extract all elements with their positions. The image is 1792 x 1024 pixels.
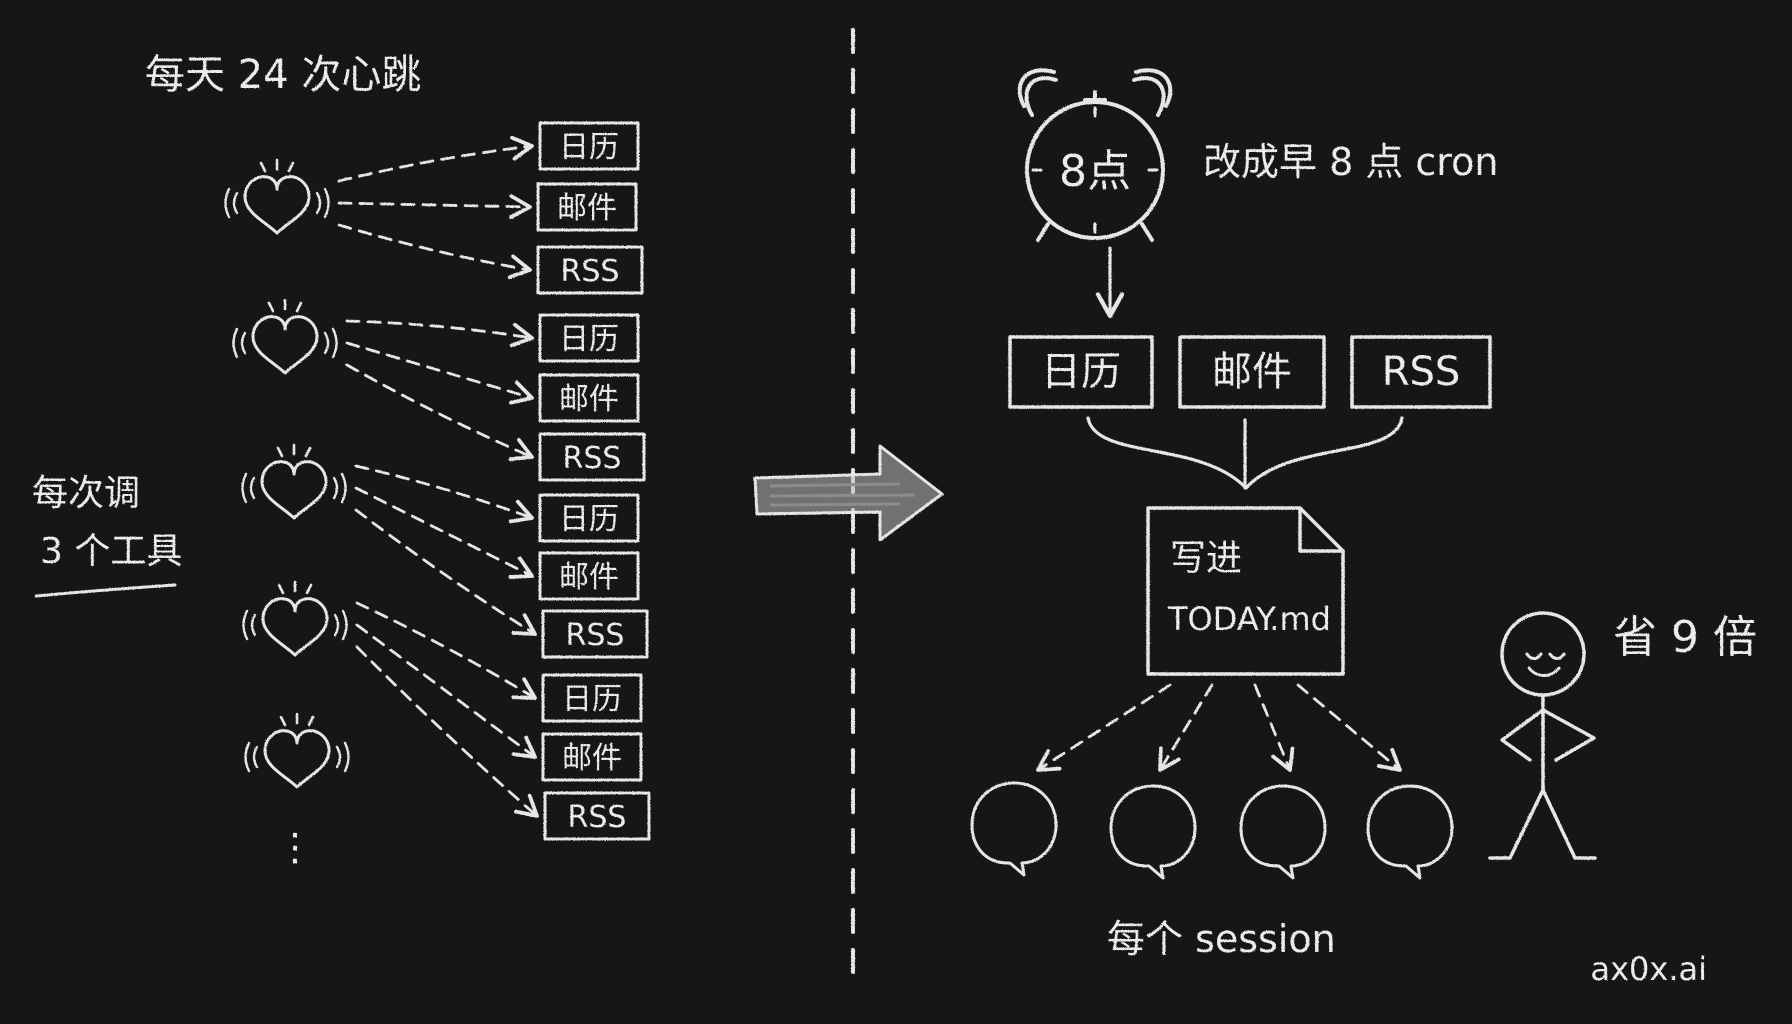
call-arrow [354,508,537,636]
tool-label: RSS [1382,349,1461,395]
call-arrow [355,623,537,759]
tool-label: 邮件 [557,191,617,226]
tool-box [536,245,644,295]
speech-bubble-icon [1109,784,1197,880]
call-arrow [345,341,534,405]
alarm-clock-icon [1017,68,1173,242]
call-arrow [337,223,532,280]
fan-arrow [1253,683,1295,772]
tool-box [1350,335,1492,409]
side-note-line2: 3 个工具 [40,531,182,572]
tool-label: 日历 [559,322,619,357]
tool-label: 邮件 [559,560,619,595]
tool-label: RSS [563,441,622,476]
heart-icon [232,298,338,375]
fan-arrow [1158,683,1214,772]
stick-figure-icon [1488,611,1597,860]
tool-box [538,313,640,363]
left-arrows-group [337,135,539,818]
tool-box [538,373,640,423]
speech-bubbles-group [970,781,1454,880]
tool-label: 邮件 [1212,349,1292,395]
savings-label: 省 9 倍 [1613,612,1757,663]
tool-box [1008,335,1154,409]
arrow-right-icon [753,444,944,542]
side-note-underline [34,583,177,598]
call-arrow [354,464,534,524]
call-arrow [354,486,534,579]
tool-label: RSS [566,618,625,653]
tool-box [541,609,649,659]
tool-label: 日历 [1041,349,1121,395]
tool-box [538,493,640,543]
merge-lines [1086,416,1404,490]
call-arrow [345,319,534,348]
tool-box [541,673,643,723]
side-note-line1: 每次调 [32,473,140,514]
tool-box [538,432,646,482]
speech-bubble-icon [970,781,1058,877]
heart-icon [224,158,330,235]
call-arrow [337,135,534,183]
call-arrow [355,645,539,818]
heart-icon [241,443,347,520]
tool-box [538,121,640,171]
ellipsis-dots: ⋮ [276,825,314,869]
brand-footer: ax0x.ai [1590,950,1707,988]
call-arrow [345,363,534,462]
clock-label: 8点 [1059,146,1131,197]
heart-icon [244,712,350,789]
tool-box [536,182,638,232]
tool-label: 日历 [562,682,622,717]
tool-label: 日历 [559,502,619,537]
doc-line1: 写进 [1170,538,1242,579]
tool-box [538,551,640,601]
tool-box [541,732,643,782]
tool-label: RSS [568,800,627,835]
hearts-group [224,158,350,789]
tool-box [1178,335,1326,409]
fan-arrows-group [1036,683,1402,772]
sessions-label: 每个 session [1107,917,1336,961]
speech-bubble-icon [1239,784,1327,880]
side-note: 每次调 3 个工具 [32,473,182,598]
right-tools-group: 日历 邮件 RSS [1008,335,1492,409]
doc-line2: TODAY.md [1167,600,1331,638]
heart-icon [242,580,348,657]
tool-label: RSS [561,254,620,289]
tool-box [543,791,651,841]
fan-arrow [1036,683,1172,772]
document-icon [1146,506,1345,676]
fan-arrow [1296,683,1402,772]
clock-caption: 改成早 8 点 cron [1203,140,1498,184]
speech-bubble-icon [1366,784,1454,880]
left-title: 每天 24 次心跳 [145,52,421,98]
tool-label: 日历 [559,130,619,165]
call-arrow [337,194,532,219]
tool-label: 邮件 [562,741,622,776]
tool-label: 邮件 [559,382,619,417]
call-arrow [355,601,537,700]
